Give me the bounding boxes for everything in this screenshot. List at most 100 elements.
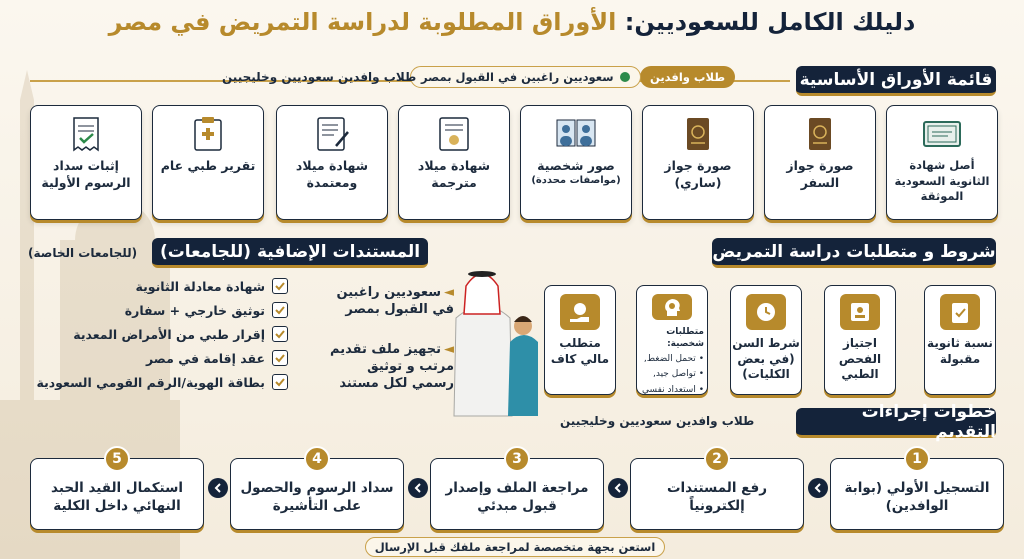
title-main: دليلك الكامل للسعوديين: — [624, 8, 916, 36]
requirements-heading: شروط و متطلبات دراسة التمريض — [712, 238, 996, 268]
checklist-text: عقد إقامة في مصر — [146, 350, 265, 366]
icon-box — [746, 294, 786, 330]
page-title: دليلك الكامل للسعوديين: الأوراق المطلوبة… — [0, 8, 1024, 36]
doc-card-passport: صورة جواز السفر — [764, 105, 876, 220]
checkbox-icon — [272, 278, 288, 294]
chevron-left-icon — [208, 478, 228, 498]
checklist-item: إقرار طبي من الأمراض المعدية — [28, 322, 288, 346]
documents-heading: قائمة الأوراق الأساسية — [796, 66, 996, 96]
clock-icon — [757, 303, 775, 321]
steps-subtitle: طلاب وافدين سعوديين وخليجيين — [560, 414, 755, 428]
req-card-personal: متطلبات شخصية: • تحمل الضغط, • تواصل جيد… — [636, 285, 708, 395]
doc-label: شهادة ميلاد مترجمة — [417, 158, 491, 190]
doc-card-birth-certified: شهادة ميلاد ومعتمدة — [276, 105, 388, 220]
checkbox-icon — [272, 326, 288, 342]
passport-icon — [809, 118, 831, 150]
clipboard-check-icon — [952, 303, 968, 323]
checklist-text: بطاقة الهوية/الرقم القومي السعودية — [36, 374, 265, 390]
extra-note: (للجامعات الخاصة) — [28, 246, 138, 260]
req-label: اجتياز الفحص الطبي — [838, 336, 882, 382]
doc-label: صورة جواز (ساري) — [664, 158, 732, 190]
icon-box — [652, 294, 692, 320]
icon-box — [940, 294, 980, 330]
chevron-left-icon — [608, 478, 628, 498]
doc-label: تقرير طبي عام — [160, 158, 256, 173]
req-item: • تواصل جيد, — [652, 369, 704, 380]
middle-note-2: ◄تجهيز ملف تقديم مرتب و توثيق رسمي لكل م… — [326, 342, 454, 393]
req-item-text: تحمل الضغط, — [643, 354, 696, 365]
req-label: شرط السن (في بعض الكليات) — [732, 336, 800, 382]
check-dot-icon — [619, 72, 630, 82]
req-label: متطلب مالي كاف — [550, 336, 610, 366]
checkbox-icon — [272, 374, 288, 390]
steps-heading: خطوات إجراءات التقديم — [796, 402, 996, 442]
medical-id-icon — [851, 303, 869, 321]
req-card-grade: نسبة ثانوية مقبولة — [924, 285, 996, 395]
extra-heading: المستندات الإضافية (للجامعات) — [152, 238, 428, 268]
req-item-text: تواصل جيد, — [652, 369, 696, 380]
step-card-4: سداد الرسوم والحصول على التأشيرة — [230, 458, 404, 530]
doc-label: شهادة ميلاد ومعتمدة — [295, 158, 369, 190]
doc-card-birth-translated: شهادة ميلاد مترجمة — [398, 105, 510, 220]
checklist-item: شهادة معادلة الثانوية — [28, 274, 288, 298]
checklist-item: توثيق خارجي + سفارة — [28, 298, 288, 322]
doc-sublabel: (مواصفات محددة) — [531, 174, 621, 186]
middle-note-1: ◄سعوديين راغبين في القبول بمصر — [326, 285, 455, 319]
doc-label: إثبات سداد الرسوم الأولية — [41, 158, 131, 190]
step-number: 4 — [304, 446, 330, 472]
head-gears-icon — [665, 299, 680, 316]
step-number: 3 — [504, 446, 530, 472]
middle-note-text: سعوديين راغبين في القبول بمصر — [336, 285, 455, 317]
certificate-icon — [923, 121, 961, 147]
extra-checklist: شهادة معادلة الثانوية توثيق خارجي + سفار… — [28, 274, 288, 394]
saudi-applicants-pill: سعوديين راغبين في القبول بمصر — [410, 66, 641, 88]
doc-card-passport-valid: صورة جواز (ساري) — [642, 105, 754, 220]
step-card-3: مراجعة الملف وإصدار قبول مبدئي — [430, 458, 604, 530]
passport-icon — [687, 118, 709, 150]
checklist-item: بطاقة الهوية/الرقم القومي السعودية — [28, 370, 288, 394]
people-photo-icon — [556, 119, 596, 147]
bullet-arrow-icon: ◄ — [444, 285, 454, 300]
req-label: نسبة ثانوية مقبولة — [927, 336, 993, 366]
doc-card-photos: صور شخصية (مواصفات محددة) — [520, 105, 632, 220]
step-number: 2 — [704, 446, 730, 472]
pill-label: سعوديين راغبين في القبول بمصر — [421, 70, 614, 84]
req-card-financial: متطلب مالي كاف — [544, 285, 616, 395]
title-accent: الأوراق المطلوبة لدراسة التمريض في مصر — [108, 8, 617, 36]
req-item: • استعداد نفسي — [642, 384, 704, 395]
req-card-medical: اجتياز الفحص الطبي — [824, 285, 896, 395]
checklist-text: إقرار طبي من الأمراض المعدية — [73, 326, 265, 342]
checklist-text: توثيق خارجي + سفارة — [124, 302, 265, 318]
step-number: 1 — [904, 446, 930, 472]
doc-card-certificate: أصل شهادة الثانوية السعودية الموثقة — [886, 105, 998, 220]
checkbox-icon — [272, 350, 288, 366]
checklist-text: شهادة معادلة الثانوية — [135, 278, 266, 294]
students-pill: طلاب وافدين — [640, 66, 736, 88]
medical-report-icon — [194, 117, 222, 151]
footer-note: استعن بجهة متخصصة لمراجعة ملفك قبل الإرس… — [365, 537, 665, 557]
documents-subtitle: طلاب وافدين سعوديين وخليجيين — [222, 70, 417, 84]
document-pen-icon — [317, 117, 349, 151]
req-label: متطلبات شخصية: — [666, 327, 704, 350]
req-item: • تحمل الضغط, — [643, 354, 704, 365]
checkbox-icon — [272, 302, 288, 318]
chevron-left-icon — [808, 478, 828, 498]
step-number: 5 — [104, 446, 130, 472]
doc-card-medical-report: تقرير طبي عام — [152, 105, 264, 220]
receipt-icon — [73, 117, 99, 152]
doc-card-fees-receipt: إثبات سداد الرسوم الأولية — [30, 105, 142, 220]
doc-label: صورة جواز السفر — [786, 158, 854, 190]
middle-note-text: تجهيز ملف تقديم مرتب و توثيق رسمي لكل مس… — [330, 342, 454, 391]
req-item-text: استعداد نفسي — [642, 384, 696, 395]
doc-label: أصل شهادة الثانوية السعودية الموثقة — [894, 158, 990, 204]
money-hand-icon — [570, 303, 589, 322]
checklist-item: عقد إقامة في مصر — [28, 346, 288, 370]
icon-box — [560, 294, 600, 330]
icon-box — [840, 294, 880, 330]
student-figures-icon — [453, 271, 538, 417]
translated-certificate-icon — [439, 117, 469, 151]
doc-label: صور شخصية — [537, 158, 615, 173]
bullet-arrow-icon: ◄ — [444, 342, 454, 357]
chevron-left-icon — [408, 478, 428, 498]
req-card-age: شرط السن (في بعض الكليات) — [730, 285, 802, 395]
